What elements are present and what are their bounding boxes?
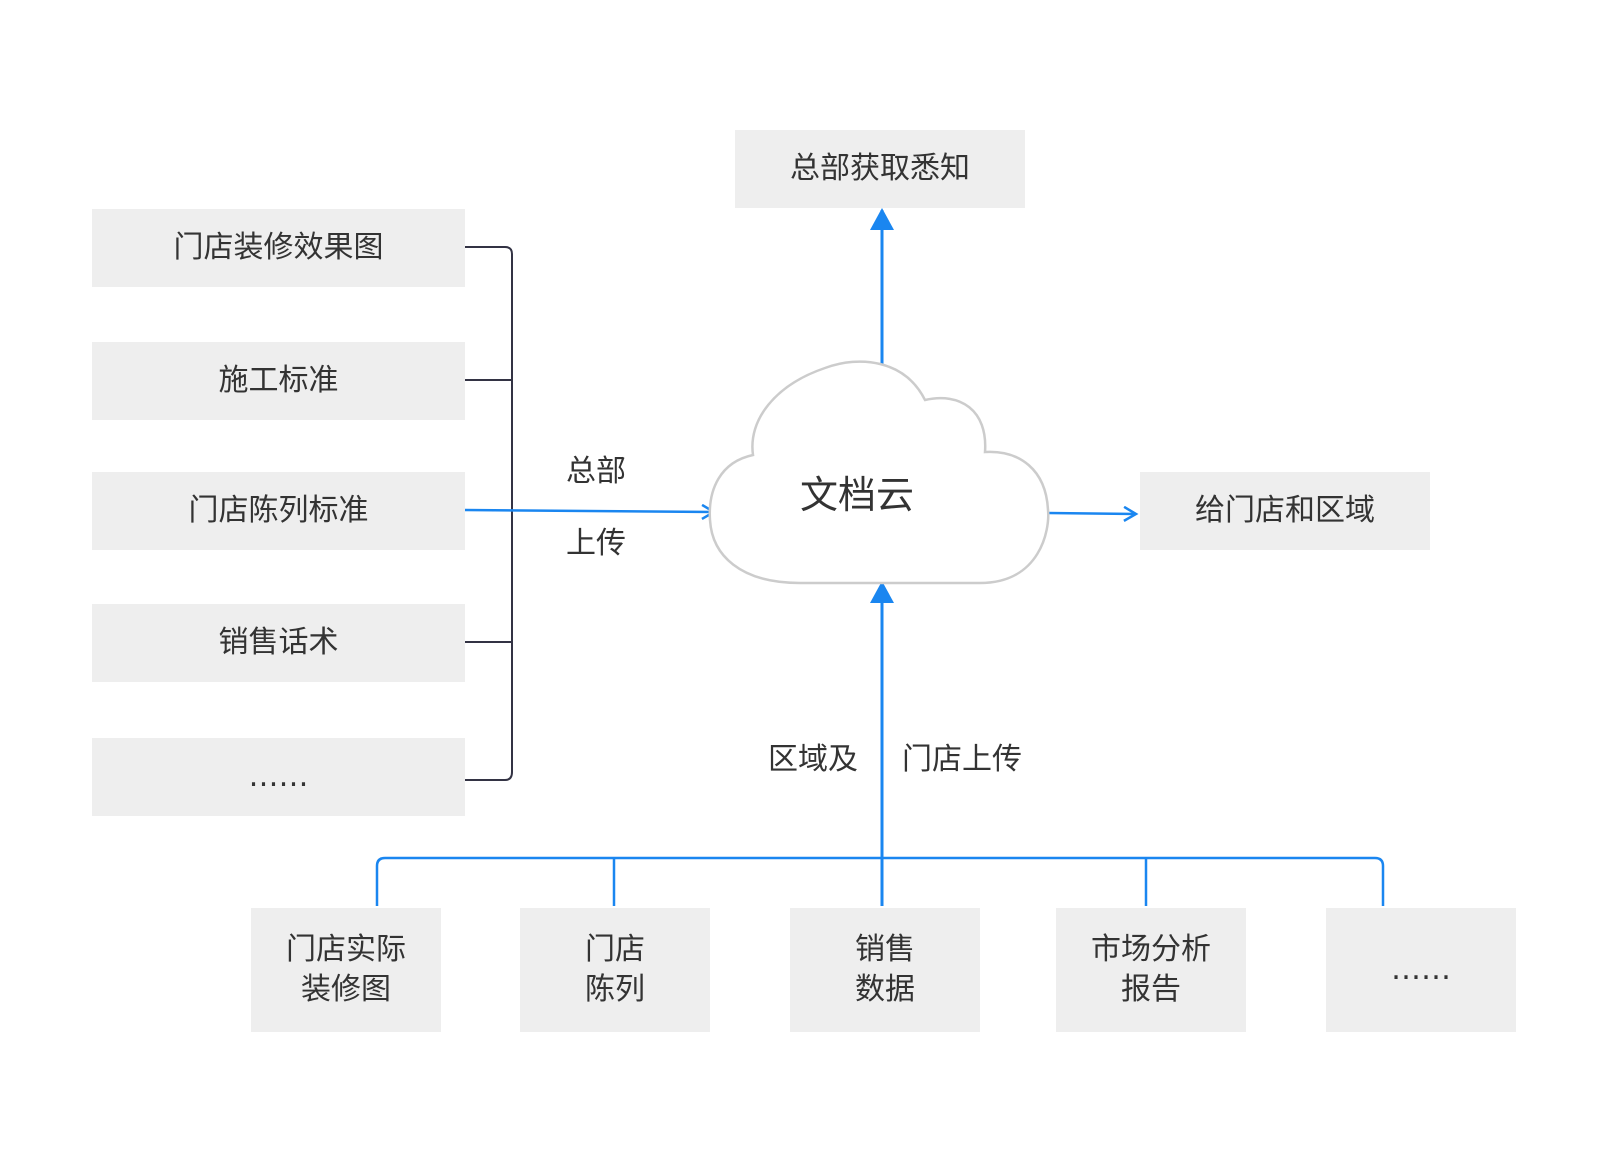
bottom-box-1: 门店实际 装修图 <box>251 908 441 1032</box>
upload-arrow-left <box>464 510 714 512</box>
left-bracket <box>465 246 513 781</box>
distribute-arrow-right <box>1047 513 1136 514</box>
bottom-box-5: …… <box>1326 908 1516 1032</box>
bottom-box-label-line2: 报告 <box>1121 972 1181 1007</box>
bottom-box-label-line1: 销售 <box>855 932 915 967</box>
hq-notify-label: 总部获取悉知 <box>790 151 970 186</box>
hq-notify-box: 总部获取悉知 <box>735 130 1025 208</box>
bottom-box-label-line1: …… <box>1391 952 1451 987</box>
left-box-label: 销售话术 <box>218 625 339 660</box>
hq-upload-label-line1: 总部 <box>566 454 626 489</box>
left-box-5: …… <box>92 738 465 816</box>
left-box-2: 施工标准 <box>92 342 465 420</box>
region-upload-label-right: 门店上传 <box>902 742 1022 777</box>
bottom-box-label-line2: 陈列 <box>585 972 645 1007</box>
cloud-label: 文档云 <box>800 473 915 517</box>
left-box-3: 门店陈列标准 <box>92 472 465 550</box>
left-box-label: 施工标准 <box>218 363 339 398</box>
store-region-label: 给门店和区域 <box>1195 493 1375 528</box>
bottom-box-2: 门店 陈列 <box>520 908 710 1032</box>
left-box-4: 销售话术 <box>92 604 465 682</box>
bottom-box-label-line2: 数据 <box>855 972 915 1007</box>
store-region-box: 给门店和区域 <box>1140 472 1430 550</box>
bottom-box-label-line2: 装修图 <box>301 972 391 1007</box>
bottom-box-label-line1: 市场分析 <box>1091 932 1211 967</box>
bottom-box-label-line1: 门店 <box>585 932 645 967</box>
bottom-box-label-line1: 门店实际 <box>286 932 406 967</box>
bottom-box-4: 市场分析 报告 <box>1056 908 1246 1032</box>
bottom-bus <box>375 856 1385 906</box>
bottom-box-3: 销售 数据 <box>790 908 980 1032</box>
left-box-label: 门店装修效果图 <box>173 230 384 265</box>
cloud-shape <box>708 360 1050 585</box>
left-box-label: …… <box>248 759 309 794</box>
left-box-label: 门店陈列标准 <box>188 493 369 528</box>
hq-upload-label-line2: 上传 <box>566 526 626 561</box>
left-box-1: 门店装修效果图 <box>92 209 465 287</box>
region-upload-label-left: 区域及 <box>768 742 858 777</box>
